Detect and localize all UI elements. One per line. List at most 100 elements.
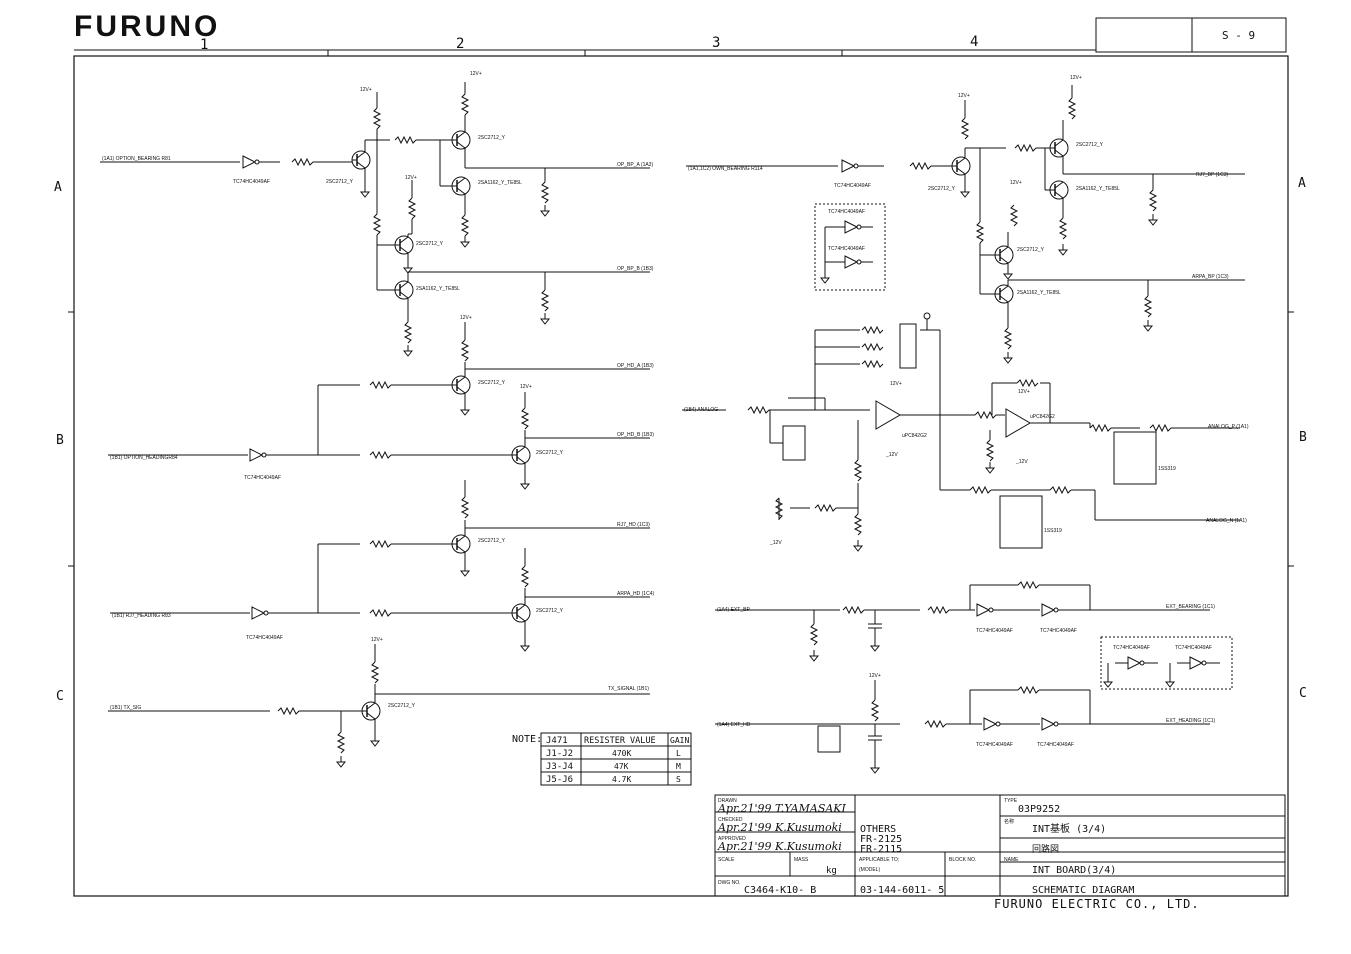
note-cell: 47K (614, 762, 629, 771)
u5-inverter-label-2: TC74HC4049AF (244, 475, 281, 481)
q15-label: 2SC2712_Y (928, 186, 956, 192)
note-cell: J5-J6 (546, 775, 573, 785)
u11-inset2-label-2: TC74HC4049AF (1175, 645, 1212, 651)
cr17-label: 1SS319 (1158, 466, 1176, 472)
q25-label: 2SC2712_Y (416, 241, 444, 247)
ext-heading-output: EXT_HEADING (1C1) (1166, 718, 1216, 724)
u5-inverter-label-1: TC74HC4049AF (233, 179, 270, 185)
neg-supply-label-1: _12V (885, 452, 898, 458)
checked-label: CHECKED (718, 817, 743, 823)
part-number: 03-144-6011- 5 (860, 885, 944, 896)
op-bp-a-output: OP_BP_A (1A3) (617, 162, 653, 168)
dwg-no-label: DWG NO. (718, 880, 741, 886)
note-cell: J1-J2 (546, 749, 573, 759)
q5-label: 2SC2712_Y (388, 703, 416, 709)
rj7-hd-output: RJ7_HD (1C3) (617, 522, 650, 528)
arpa-hd-output: ARPA_HD (1C4) (617, 591, 654, 597)
column-number-4: 4 (970, 34, 978, 50)
q6-label: 2SC2712_Y (1076, 142, 1104, 148)
q29-label: 2SC2712_Y (536, 450, 564, 456)
checked-signature: Apr.21'99 K.Kusumoki (717, 821, 842, 834)
u12-opamp-label-1: uPC842G2 (902, 433, 927, 439)
name-label: NAME (1004, 857, 1019, 863)
board-name: INT BOARD(3/4) (1032, 865, 1116, 876)
company-name: FURUNO ELECTRIC CO., LTD. (994, 897, 1200, 911)
model-fr2115: FR-2115 (860, 844, 902, 855)
tx-signal-output: TX_SIGNAL (1B1) (608, 686, 649, 692)
rj7-heading-circuit (110, 480, 650, 652)
row-letter-a-left: A (54, 180, 62, 195)
note-cell: L (676, 749, 681, 758)
q17-label: 2SA1162_Y_TE85L (1017, 290, 1061, 296)
u5-inverter-label-4: TC74HC4049AF (834, 183, 871, 189)
mass-label: MASS (794, 857, 809, 863)
row-letter-c-left: C (56, 689, 64, 704)
neg-supply-label-2: _12V (1015, 459, 1028, 465)
q35-label: 2SC2712_Y (478, 538, 506, 544)
q36-label: 2SC2712_Y (536, 608, 564, 614)
model-label: (MODEL) (859, 867, 880, 873)
supply-label-6: 12V+ (371, 637, 383, 643)
op-hd-a-output: OP_HD_A (1B3) (617, 363, 654, 369)
column-number-1: 1 (200, 37, 208, 53)
dwg-no: C3464-K10- B (744, 885, 816, 896)
option-heading-circuit (108, 322, 650, 490)
type-label: TYPE (1004, 798, 1018, 804)
note-cell: 470K (612, 749, 631, 758)
approved-signature: Apr.21'99 K.Kusumoki (717, 840, 842, 853)
q31-label: 2SA1162_Y_TE85L (478, 180, 522, 186)
furuno-logo: FURUNO (74, 10, 220, 43)
analog-n-output: ANALOG_N (1A1) (1206, 518, 1247, 524)
q16-label: 2SA1162_Y_TE85L (1076, 186, 1120, 192)
supply-label-3: 12V+ (405, 175, 417, 181)
q14-label: 2SC2712_Y (1017, 247, 1045, 253)
supply-label-7: 12V+ (958, 93, 970, 99)
option-bearing-circuit (100, 82, 650, 357)
note-cell: M (676, 762, 681, 771)
model-fr2125: FR-2125 (860, 834, 902, 845)
note-title: NOTE: (512, 734, 542, 745)
analog-amplifier-circuit (682, 312, 1240, 552)
q33-label: 2SA1162_Y_TE85L (416, 286, 460, 292)
jp-schematic-title: 回路図 (1032, 843, 1059, 855)
zone-ticks (68, 50, 1294, 567)
u11-inset2-label-1: TC74HC4049AF (1113, 645, 1150, 651)
drawn-label: DRAWN (718, 798, 737, 804)
option-bearing-input: (1A1) OPTION_BEARING R81 (102, 156, 171, 162)
rj7-bp-output: RJ7_BP (1C3) (1196, 172, 1228, 178)
op-hd-b-output: OP_HD_B (1B3) (617, 432, 654, 438)
drawn-signature: Apr.21'99 T.YAMASAKI (717, 802, 847, 815)
u11-label-4: TC74HC4049AF (1037, 742, 1074, 748)
tx-sig-circuit (108, 644, 650, 768)
column-number-3: 3 (712, 35, 720, 51)
rj7-heading-input: (1B1) RJ7_HEADING R83 (112, 613, 171, 619)
supply-label-5: 12V+ (520, 384, 532, 390)
row-letter-b-left: B (56, 433, 64, 448)
row-letter-a-right: A (1298, 176, 1306, 191)
supply-label-12: 12V+ (869, 673, 881, 679)
supply-label-1: 12V+ (360, 87, 372, 93)
tx-sig-input: (1B1) TX_SIG (110, 705, 141, 711)
drawing-border (73, 55, 1289, 897)
ext-bp-input: (1A4) EXT_BP (717, 607, 750, 613)
approved-label: APPROVED (718, 836, 746, 842)
u5-inverter-label-3: TC74HC4049AF (246, 635, 283, 641)
supply-label-4: 12V+ (460, 315, 472, 321)
note-cell: S (676, 775, 681, 784)
block-no-label: BLOCK NO. (949, 857, 976, 863)
ext-bp-circuit (715, 581, 1210, 662)
scale-label: SCALE (718, 857, 735, 863)
u11-label-2: TC74HC4049AF (1040, 628, 1077, 634)
u11-label-1: TC74HC4049AF (976, 628, 1013, 634)
note-table: NOTE: J471 RESISTER VALUE GAIN J1-J2 470… (512, 732, 692, 786)
supply-label-11: 12V+ (1018, 389, 1030, 395)
u11-label-3: TC74HC4049AF (976, 742, 1013, 748)
own-bearing-circuit (686, 85, 1245, 364)
q32-label: 2SC2712_Y (326, 179, 354, 185)
sheet-id: S - 9 (1222, 29, 1255, 42)
ext-bearing-output: EXT_BEARING (1C1) (1166, 604, 1215, 610)
mass-unit: kg (826, 866, 837, 876)
u11-inset-label-2: TC74HC4049AF (828, 246, 865, 252)
note-cell: 4.7K (612, 775, 631, 784)
